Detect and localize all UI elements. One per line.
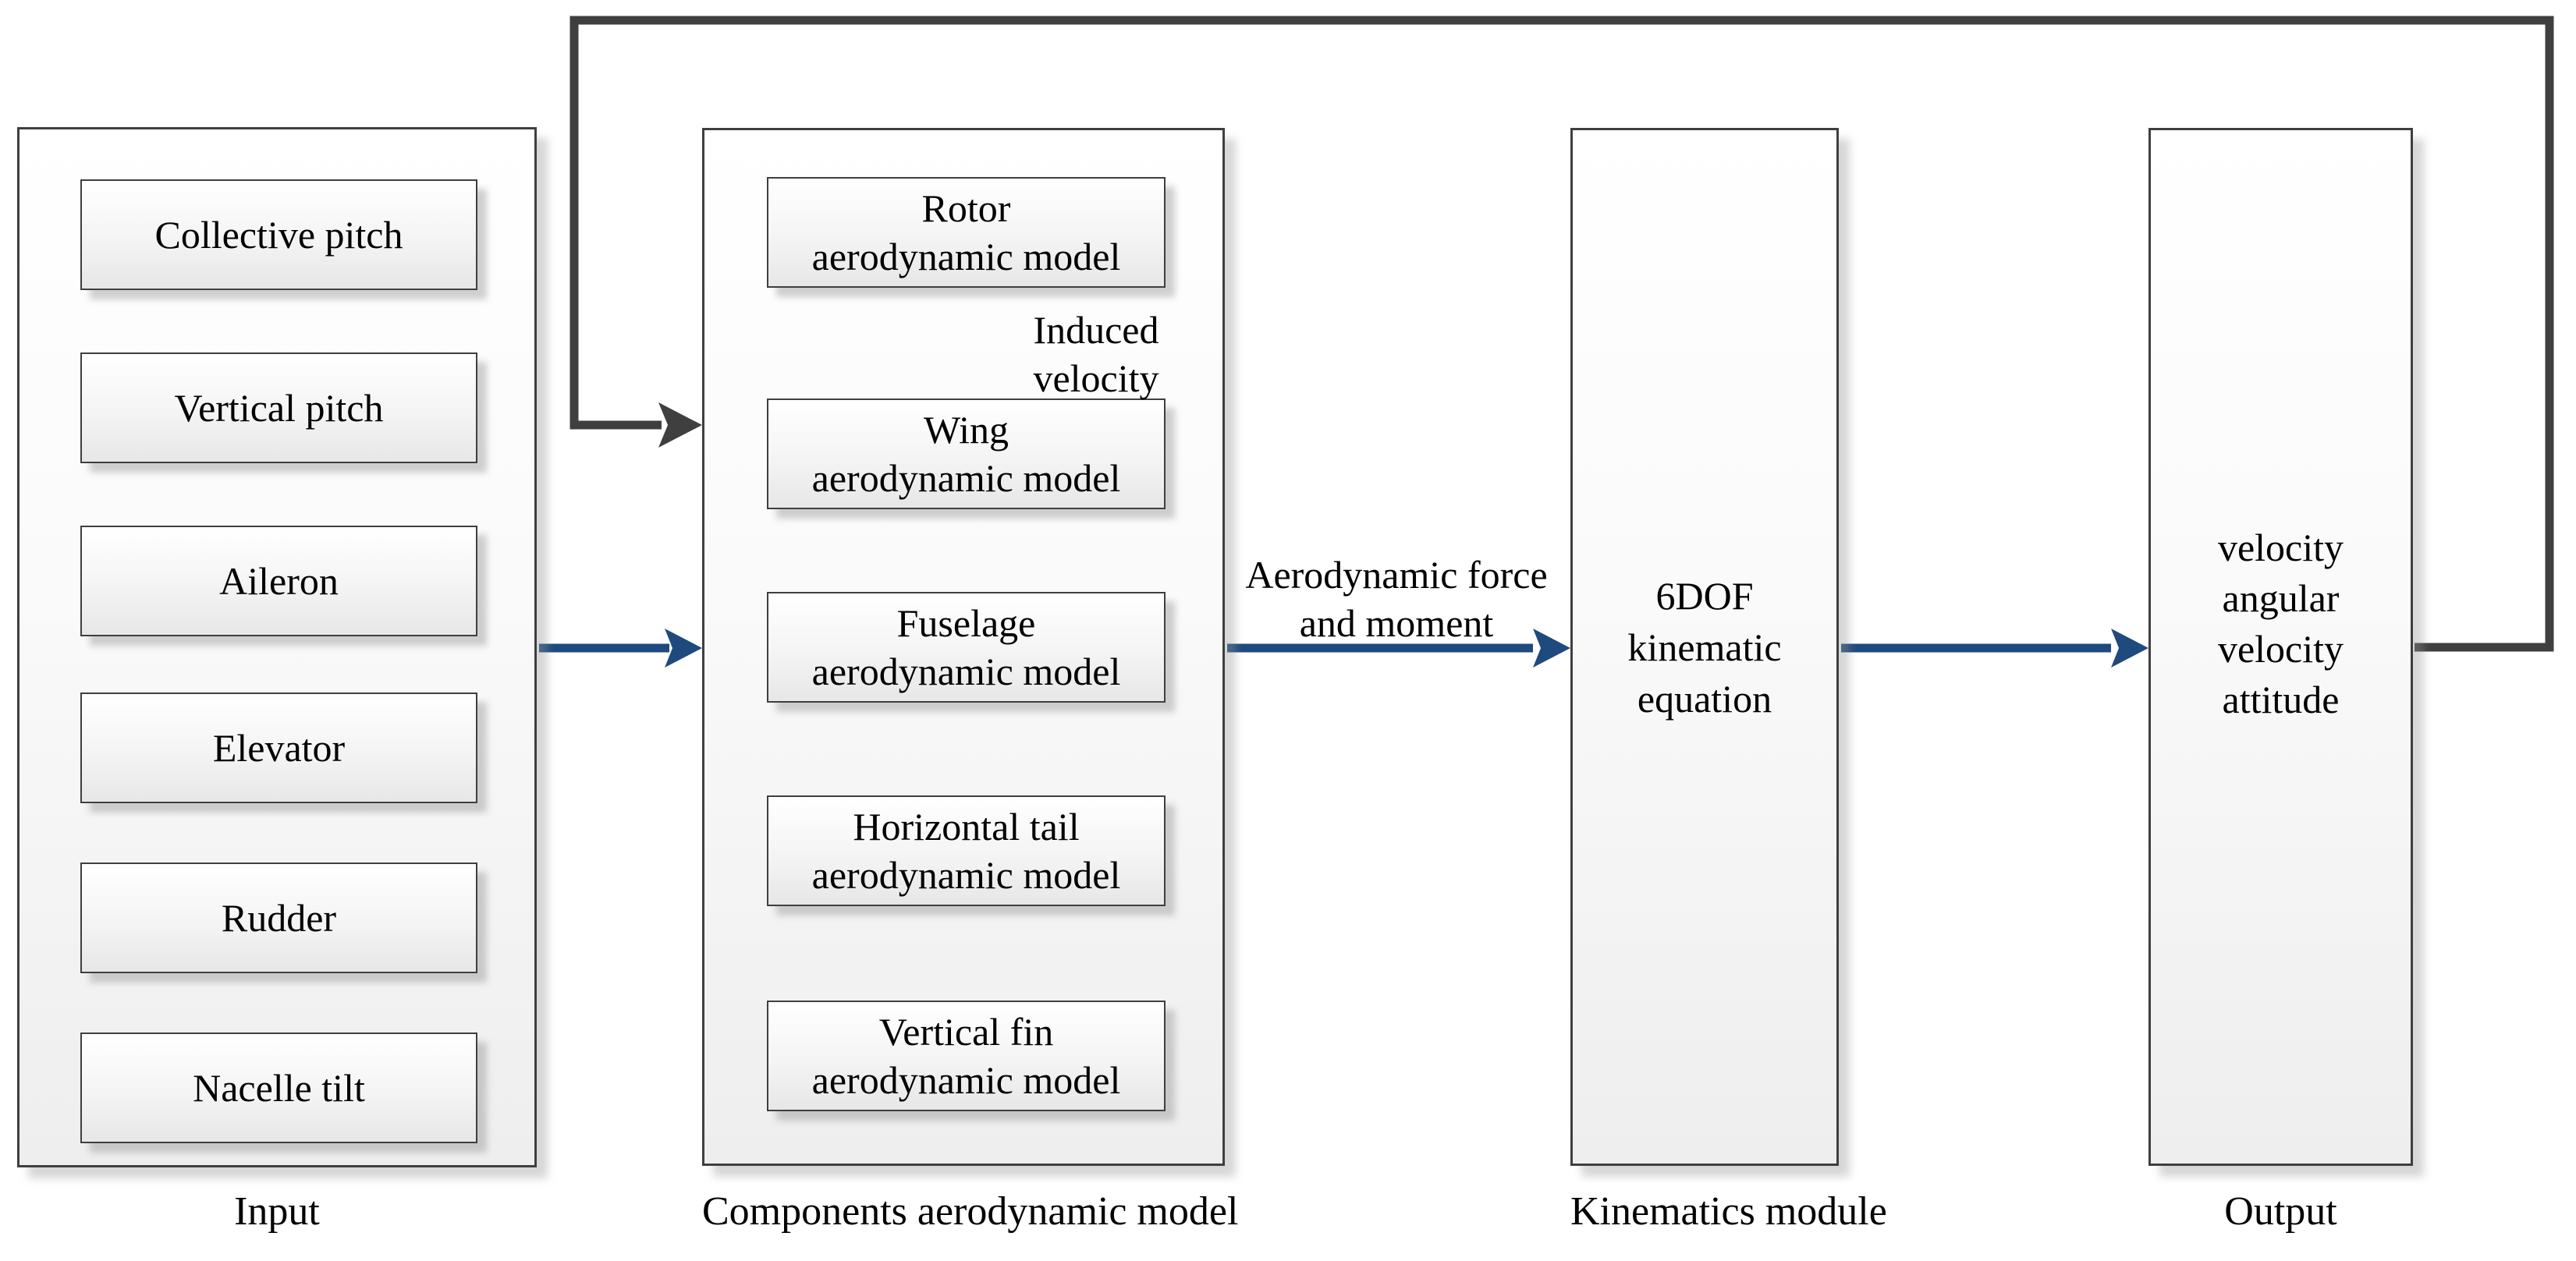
- rotor-line1: Rotor: [921, 186, 1011, 230]
- output-text-block: velocity angular velocity attitude: [2151, 522, 2411, 725]
- output-line2: angular: [2222, 576, 2340, 620]
- box-vertical-pitch-label: Vertical pitch: [174, 386, 384, 430]
- components-caption: Components aerodynamic model: [702, 1189, 1239, 1234]
- components-container: Rotor aerodynamic model Wing aerodynamic…: [702, 128, 1225, 1166]
- box-nacelle-tilt: Nacelle tilt: [80, 1033, 477, 1143]
- box-elevator: Elevator: [80, 692, 477, 803]
- aerodynamic-force-line1: Aerodynamic force: [1245, 553, 1548, 597]
- box-aileron-label: Aileron: [219, 559, 339, 603]
- feedback-arrowhead: [658, 402, 702, 448]
- fuselage-line2: aerodynamic model: [811, 650, 1121, 693]
- box-wing-aerodynamic-model: Wing aerodynamic model: [767, 398, 1166, 509]
- fuselage-line1: Fuselage: [896, 601, 1036, 645]
- box-fuselage-aerodynamic-model: Fuselage aerodynamic model: [767, 592, 1166, 703]
- aerodynamic-force-label: Aerodynamic force and moment: [1221, 551, 1572, 647]
- box-elevator-label: Elevator: [212, 726, 346, 770]
- input-caption: Input: [234, 1189, 320, 1234]
- vertical-fin-line2: aerodynamic model: [811, 1058, 1121, 1102]
- wing-line1: Wing: [923, 408, 1009, 452]
- induced-velocity-line1: Induced: [1033, 308, 1159, 352]
- wing-line2: aerodynamic model: [811, 456, 1121, 500]
- box-vertical-pitch: Vertical pitch: [80, 352, 477, 463]
- box-rudder: Rudder: [80, 863, 477, 973]
- kinematics-to-output-arrowhead: [2111, 629, 2148, 668]
- kinematics-line2: kinematic: [1627, 625, 1782, 669]
- box-rotor-aerodynamic-model: Rotor aerodynamic model: [767, 177, 1166, 288]
- input-container: Collective pitch Vertical pitch Aileron …: [17, 127, 537, 1167]
- kinematics-caption: Kinematics module: [1570, 1189, 1887, 1234]
- kinematics-line1: 6DOF: [1655, 573, 1754, 618]
- feedback-line: [569, 16, 2554, 652]
- horizontal-tail-line1: Horizontal tail: [853, 805, 1080, 848]
- output-line1: velocity: [2217, 526, 2344, 569]
- horizontal-tail-line2: aerodynamic model: [811, 853, 1121, 897]
- output-container: velocity angular velocity attitude: [2148, 128, 2413, 1166]
- box-collective-pitch-label: Collective pitch: [154, 213, 403, 257]
- components-to-kinematics-arrowhead: [1533, 629, 1570, 668]
- output-line3: velocity: [2217, 627, 2344, 671]
- induced-velocity-line2: velocity: [1033, 356, 1159, 400]
- rotor-line2: aerodynamic model: [811, 235, 1121, 278]
- output-caption: Output: [2224, 1189, 2337, 1234]
- aerodynamic-force-line2: and moment: [1299, 601, 1494, 645]
- kinematics-text-block: 6DOF kinematic equation: [1573, 130, 1836, 1164]
- output-line4: attitude: [2222, 678, 2340, 721]
- box-vertical-fin-aerodynamic-model: Vertical fin aerodynamic model: [767, 1001, 1166, 1111]
- vertical-fin-line1: Vertical fin: [878, 1010, 1054, 1054]
- box-nacelle-tilt-label: Nacelle tilt: [193, 1066, 365, 1110]
- induced-velocity-label: Induced velocity: [975, 306, 1217, 402]
- kinematics-line3: equation: [1637, 676, 1772, 721]
- box-aileron: Aileron: [80, 526, 477, 636]
- box-horizontal-tail-aerodynamic-model: Horizontal tail aerodynamic model: [767, 795, 1166, 906]
- input-to-components-arrowhead: [665, 629, 702, 668]
- box-collective-pitch: Collective pitch: [80, 179, 477, 290]
- kinematics-container: 6DOF kinematic equation: [1570, 128, 1839, 1166]
- box-rudder-label: Rudder: [221, 896, 337, 940]
